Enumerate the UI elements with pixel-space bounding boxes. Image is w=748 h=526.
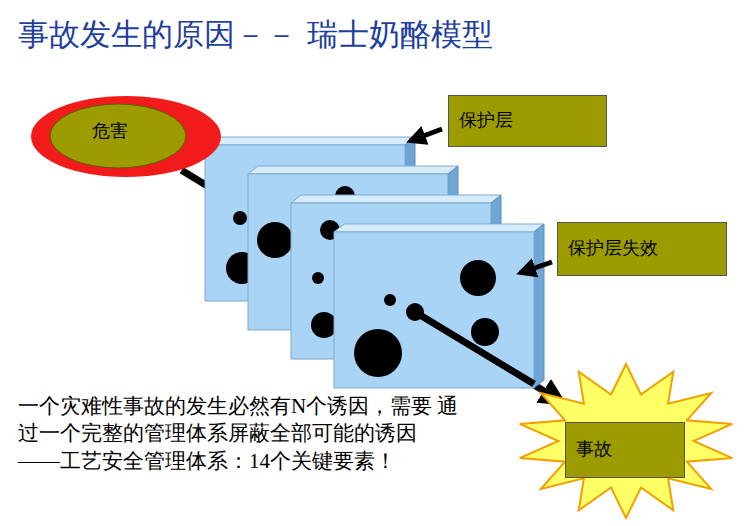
node-text: 保护层失效: [568, 238, 658, 260]
node-text: 危害: [92, 121, 128, 143]
note-text: 一个灾难性事故的发生必然有N个诱因，需要 通过一个完整的管理体系屏蔽全部可能的诱…: [18, 394, 458, 473]
label-box: 保护层: [448, 95, 607, 147]
accident-starburst: 事故: [515, 362, 737, 520]
note-text: 一个灾难性事故的发生必然有N个诱因，需要 通过一个完整的管理体系屏蔽全部可能的诱…: [18, 393, 463, 475]
title: 事故发生的原因－－ 瑞士奶酪模型: [18, 14, 493, 56]
label-box: 保护层失效: [557, 222, 727, 276]
node-text: 事故: [576, 439, 612, 461]
node-text: 保护层: [459, 110, 513, 132]
cheese-slice: [334, 224, 544, 388]
hazard-ellipse: 危害: [30, 95, 222, 178]
accident-box: 事故: [565, 422, 685, 478]
title-text: 事故发生的原因－－ 瑞士奶酪模型: [18, 16, 493, 52]
